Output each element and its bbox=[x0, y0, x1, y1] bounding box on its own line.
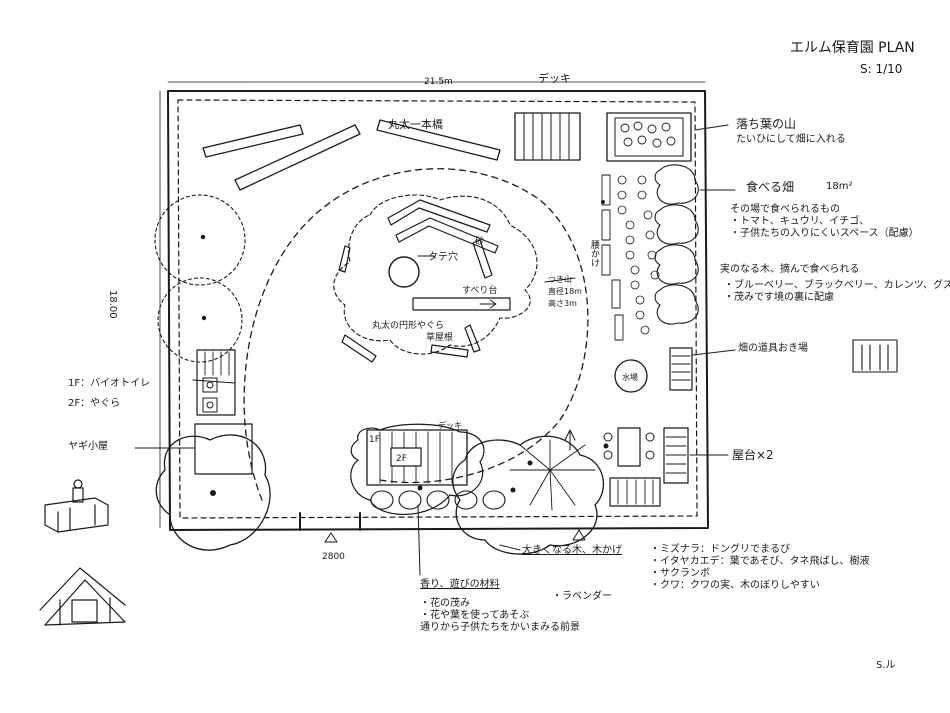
well-label: タテ穴 bbox=[428, 250, 458, 263]
fruit-note: ・ブルーベリー、ブラックベリー、カレンツ、グズベリ bbox=[724, 280, 950, 291]
floor-2f-label: 2F bbox=[396, 454, 407, 464]
gap-dimension: 2800 bbox=[322, 552, 345, 562]
water-label: 水場 bbox=[622, 372, 638, 382]
yagura-label-2: 草屋根 bbox=[426, 331, 453, 343]
big-tree-note: ・ミズナラ：ドングリでまるび bbox=[650, 544, 790, 555]
shelter-sketch bbox=[39, 567, 126, 626]
bench-label: 腰かけ bbox=[589, 240, 600, 267]
fruit-note: ・茂みです境の裏に配慮 bbox=[724, 292, 834, 303]
big-tree-title: 大きくなる木、木かげ bbox=[522, 545, 622, 556]
log-2 bbox=[234, 124, 361, 191]
log-1 bbox=[202, 124, 304, 158]
field-note: その場で食べられるもの bbox=[730, 204, 840, 215]
big-tree-note: ・サクランボ bbox=[650, 568, 710, 579]
log-bridge-label: 丸太一本橋 bbox=[388, 117, 443, 131]
lavender-label: ・ラベンダー bbox=[552, 591, 612, 602]
water-circle bbox=[614, 359, 648, 393]
deck-bottom-label: デッキ bbox=[438, 420, 462, 430]
fruit-notes: ・ブルーベリー、ブラックベリー、カレンツ、グズベリ ・茂みです境の裏に配慮 bbox=[724, 280, 950, 304]
stall-label: 屋台×2 bbox=[732, 448, 774, 462]
log-3 bbox=[376, 119, 501, 161]
yagura-2f-label: 2F：やぐら bbox=[68, 398, 121, 409]
well-circle bbox=[388, 256, 420, 288]
compost-box bbox=[606, 112, 692, 162]
shrub-note: ・花の茂み bbox=[420, 598, 470, 609]
field-area: 18m² bbox=[826, 181, 853, 192]
tool-shed-label: 畑の道具おき場 bbox=[738, 343, 808, 354]
goat-house-label: ヤギ小屋 bbox=[68, 441, 108, 452]
yagura-label-1: 丸太の円形やぐら bbox=[372, 319, 444, 331]
field-note: ・子供たちの入りにくいスペース（配慮） bbox=[730, 228, 919, 239]
slide-label: すべり台 bbox=[462, 284, 497, 296]
stall-2 bbox=[663, 427, 689, 484]
building-2f bbox=[390, 447, 422, 467]
slide bbox=[412, 297, 511, 311]
big-tree-notes: ・ミズナラ：ドングリでまるび ・イタヤカエデ：葉であそび、タネ飛ばし、樹液 ・サ… bbox=[650, 544, 870, 592]
height-dimension: 18.00 bbox=[107, 290, 118, 319]
shrub-note: ・花や葉を使ってあそぶ bbox=[420, 610, 530, 621]
goat-house-sketch bbox=[44, 479, 109, 533]
deck-top bbox=[514, 112, 581, 161]
big-tree-note: ・イタヤカエデ：葉であそび、タネ飛ばし、樹液 bbox=[650, 556, 870, 567]
building-1f bbox=[366, 429, 468, 486]
mound-label-3: 高さ3m bbox=[548, 298, 577, 308]
compost-sub: たいひにして畑に入れる bbox=[736, 134, 846, 145]
goat-house bbox=[194, 423, 253, 475]
page-title: エルム保育園 PLAN bbox=[790, 40, 915, 56]
compost-title: 落ち葉の山 bbox=[736, 117, 797, 131]
sand-label: 砂 bbox=[475, 235, 484, 247]
mound-outline bbox=[243, 168, 589, 501]
stall-1 bbox=[609, 477, 661, 507]
inner-dashed-boundary bbox=[177, 99, 698, 519]
table bbox=[617, 427, 641, 467]
shrub-note: 通りから子供たちをかいまみる前景 bbox=[420, 622, 580, 633]
tool-shed bbox=[669, 347, 693, 391]
field-title: 食べる畑 bbox=[746, 180, 795, 194]
shrub-notes: ・花の茂み ・花や葉を使ってあそぶ 通りから子供たちをかいまみる前景 bbox=[420, 598, 580, 634]
toilet-label: 1F：バイオトイレ bbox=[68, 378, 151, 389]
tool-sketch bbox=[852, 339, 898, 373]
scale-label: S: 1/10 bbox=[860, 62, 903, 76]
deck-top-label: デッキ bbox=[538, 71, 571, 85]
site-boundary bbox=[167, 90, 709, 531]
width-dimension: 21.5m bbox=[424, 77, 453, 87]
field-notes: その場で食べられるもの ・トマト、キュウリ、イチゴ、 ・子供たちの入りにくいスペ… bbox=[730, 204, 919, 240]
mound-label-2: 直径18m bbox=[548, 286, 582, 296]
fruit-title: 実のなる木、摘んで食べられる bbox=[720, 264, 860, 275]
shrub-title: 香り、遊びの材料 bbox=[420, 579, 500, 590]
signature: S.ル bbox=[876, 660, 896, 671]
field-note: ・トマト、キュウリ、イチゴ、 bbox=[730, 216, 870, 227]
mound-label-1: つき山 bbox=[548, 274, 572, 284]
floor-1f-label: 1F bbox=[369, 435, 380, 445]
yagura-outline bbox=[333, 194, 538, 355]
big-tree-note: ・クワ：クワの実、木のぼりしやすい bbox=[650, 580, 820, 591]
